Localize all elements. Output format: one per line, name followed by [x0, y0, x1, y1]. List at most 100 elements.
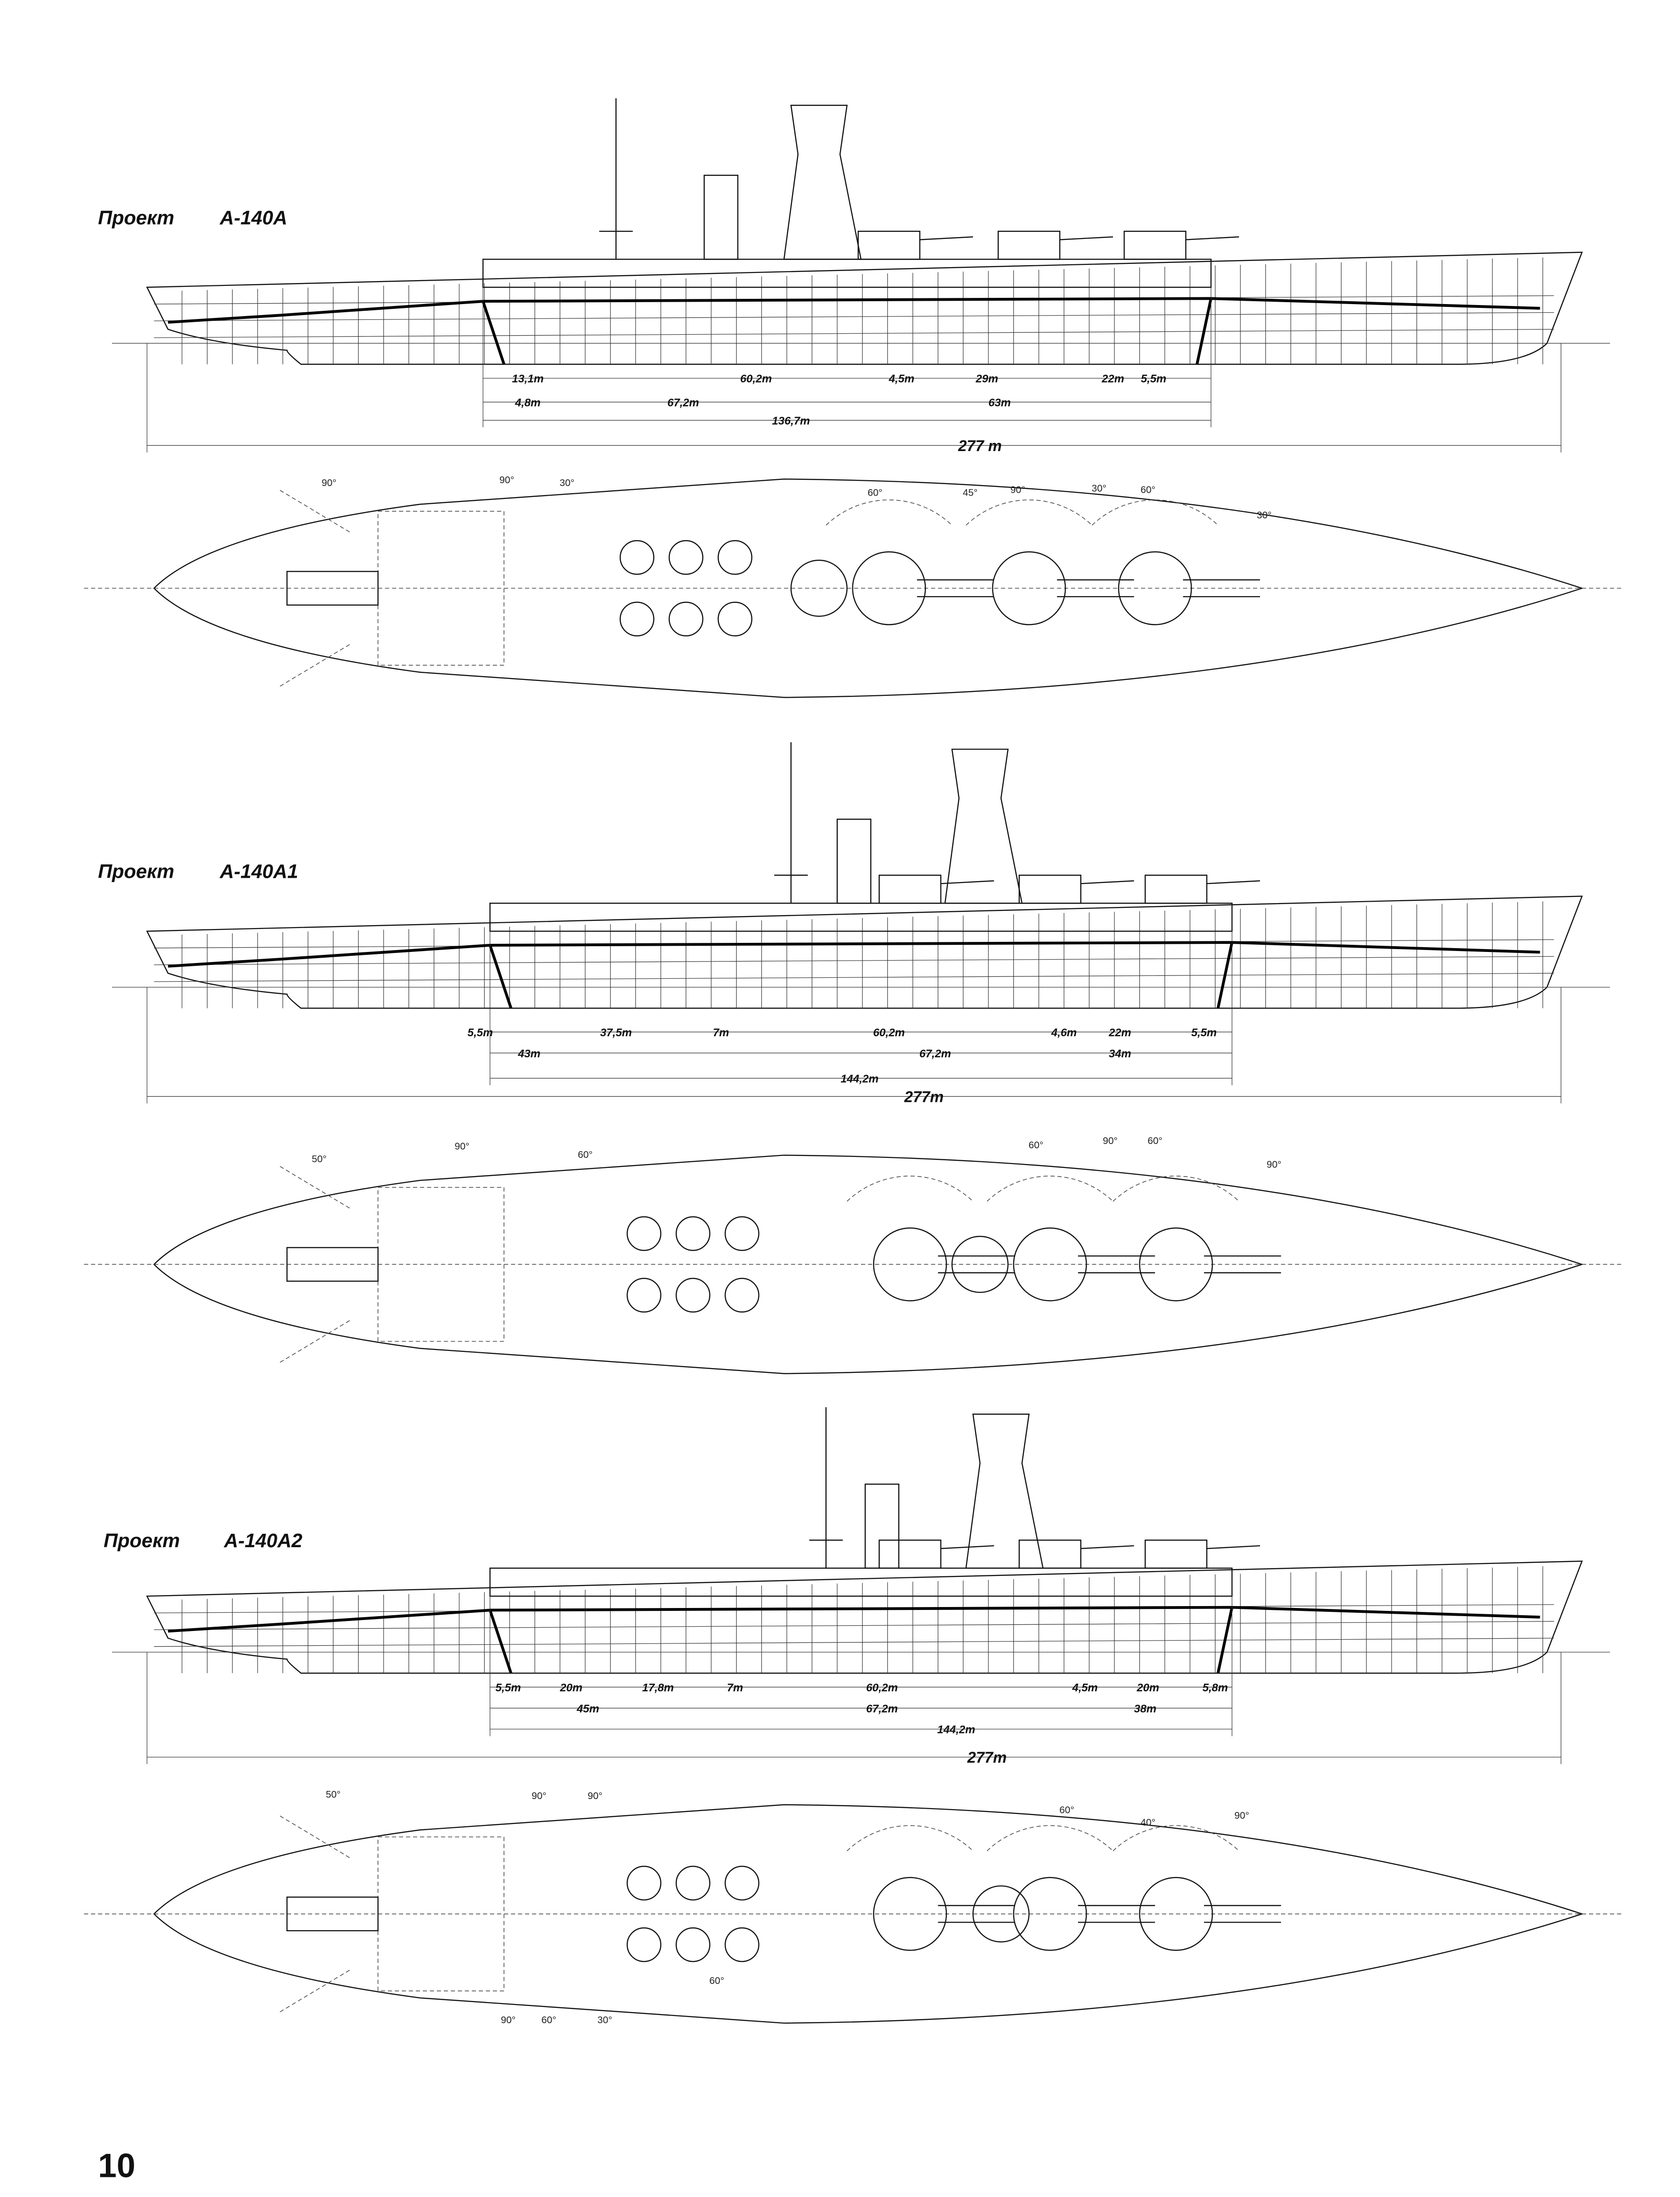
angle-label: 60° [1147, 1135, 1162, 1146]
dim-label: 22m [1101, 373, 1124, 385]
angle-label: 60° [541, 2015, 556, 2026]
dimensions-a140a: 13,1m 60,2m 4,5m 29m 22m 5,5m 4,8m 67,2m… [512, 373, 1167, 454]
angle-label: 30° [559, 477, 574, 488]
catapult-area [286, 1896, 379, 1932]
angle-label: 90° [454, 1141, 469, 1152]
secondary-mount [669, 601, 704, 637]
dim-label: 5,5m [467, 1026, 493, 1039]
project-prefix: Проект [98, 206, 174, 228]
gun-barrel [941, 880, 994, 884]
secondary-mount [717, 601, 752, 637]
angle-label: 50° [326, 1789, 341, 1800]
main-turret-plan [852, 551, 926, 625]
hull-line [154, 1621, 1554, 1630]
secondary-mount [675, 1216, 711, 1251]
dim-label: 4,6m [1051, 1026, 1077, 1039]
angle-label: 30° [597, 2015, 612, 2026]
firing-arc [1112, 1176, 1239, 1202]
dimensions-a140a2: 5,5m 20m 17,8m 7m 60,2m 4,5m 20m 5,8m 45… [496, 1681, 1228, 1766]
main-turret-plan [1013, 1227, 1087, 1302]
dim-label: 37,5m [600, 1026, 632, 1039]
gun-barrel [1206, 1545, 1260, 1550]
secondary-mount [725, 1927, 760, 1962]
dim-label: 22m [1108, 1026, 1131, 1039]
angles-a140a1: 50° 90° 60° 60° 90° 60° 90° [312, 1135, 1282, 1170]
dimensions-a140a1: 5,5m 37,5m 7m 60,2m 4,6m 22m 5,5m 43m 67… [467, 1026, 1217, 1105]
firing-arc [847, 1825, 974, 1851]
angle-label: 90° [501, 2015, 516, 2026]
firing-arc [847, 1176, 974, 1202]
dim-label: 63m [988, 396, 1011, 408]
angle-label: 60° [868, 487, 883, 498]
angle-label: 60° [1059, 1804, 1074, 1815]
firing-arc [1112, 1825, 1239, 1851]
dim-label: 38m [1134, 1702, 1157, 1715]
project-name: A-140A1 [219, 861, 298, 883]
main-turret [1145, 874, 1208, 904]
project-prefix: Проект [103, 1529, 180, 1551]
secondary-mount [725, 1866, 760, 1901]
secondary-mount [675, 1866, 711, 1901]
dim-label: 29m [976, 373, 999, 385]
tower-plan [972, 1885, 1030, 1943]
project-name: A-140A [219, 206, 287, 228]
bulkhead-fore [488, 944, 512, 1009]
secondary-mount [725, 1278, 760, 1313]
gun-barrel [941, 1545, 994, 1550]
main-turret-plan [1118, 551, 1192, 625]
angle-label: 90° [322, 477, 337, 488]
gun-barrel [919, 236, 973, 240]
project-title-a140a: Проект A-140A [98, 206, 287, 228]
superstructure [489, 1567, 1233, 1597]
dim-label: 136,7m [772, 414, 810, 427]
tower-bridge [944, 748, 1023, 904]
armor-deck-line [168, 1606, 1540, 1633]
angle-label: 90° [1103, 1135, 1118, 1146]
gun-barrel [1080, 880, 1134, 884]
main-turret-plan [1139, 1227, 1213, 1302]
angles-a140a: 90° 90° 30° 60° 45° 90° 30° 60° 30° [322, 475, 1272, 521]
angle-label: 50° [312, 1154, 327, 1165]
dim-label: 67,2m [919, 1047, 951, 1060]
ship-drawings [84, 98, 1624, 2024]
main-turret-plan [1139, 1877, 1213, 1951]
secondary-mount [675, 1278, 711, 1313]
tower-bridge [783, 104, 862, 260]
secondary-mount [717, 540, 752, 575]
hull-line [154, 312, 1554, 321]
plan-view-a140a1 [84, 1155, 1624, 1374]
angle-label: 90° [1010, 485, 1025, 496]
hull-outline [146, 895, 1583, 1009]
tower-plan [790, 559, 848, 617]
funnel [704, 174, 738, 260]
funnel [836, 818, 872, 904]
main-turret-plan [873, 1227, 947, 1302]
angle-label: 60° [1141, 485, 1156, 496]
gun-barrel [1059, 236, 1113, 240]
gun-barrel [1206, 880, 1260, 884]
angle-label: 60° [578, 1149, 592, 1160]
secondary-mount [626, 1927, 661, 1962]
angle-label: 30° [1257, 510, 1271, 521]
secondary-mount [619, 540, 655, 575]
project-name: A-140A2 [224, 1529, 303, 1551]
angle-label: 90° [1235, 1810, 1249, 1821]
page-number: 10 [98, 2146, 136, 2184]
tower-plan [951, 1235, 1009, 1293]
side-profile-a140a1 [112, 742, 1610, 1104]
gun-barrel [1186, 236, 1239, 240]
firing-arc [826, 499, 953, 526]
main-turret [998, 230, 1061, 260]
main-turret-plan [1013, 1877, 1087, 1951]
bulkhead-aft [1195, 298, 1213, 365]
dim-label: 5,5m [1141, 373, 1166, 385]
plan-view-a140a [84, 478, 1624, 698]
secondary-mount [626, 1866, 661, 1901]
main-turret [857, 230, 920, 260]
dim-label: 7m [713, 1026, 729, 1039]
main-turret-plan [992, 551, 1066, 625]
hull-line [154, 329, 1554, 338]
dim-label: 60,2m [866, 1681, 898, 1694]
hull-line [154, 973, 1554, 982]
